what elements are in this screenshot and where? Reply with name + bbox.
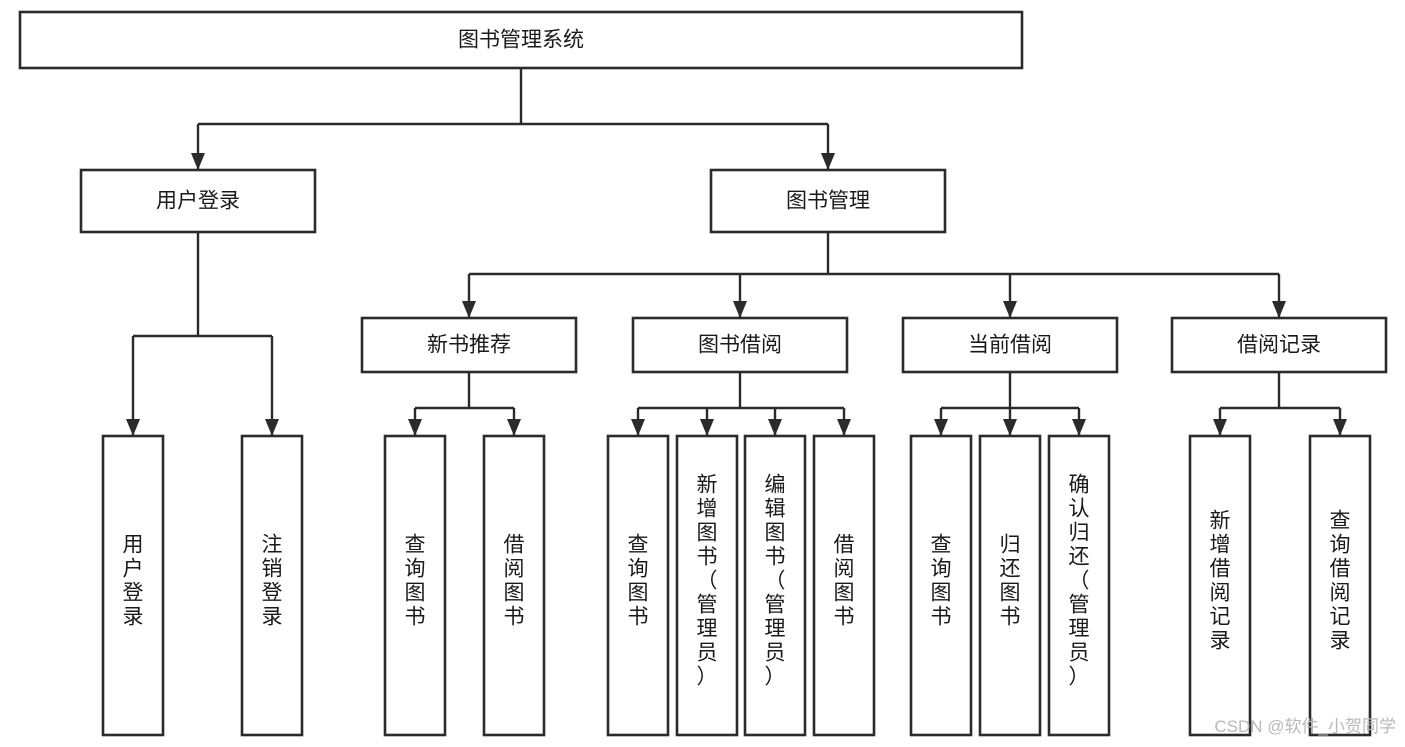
current-borrow-to-leaves-arrow-2 — [1072, 419, 1086, 436]
level2-node-book-manage-label: 图书管理 — [786, 190, 870, 213]
level3-node-borrow-record[interactable]: 借阅记录 — [1170, 316, 1388, 374]
level3-node-borrow-record-box — [1170, 316, 1388, 374]
leaf-node-leaf-query-book-borrow-label: 查询图书 — [628, 534, 649, 629]
leaf-node-leaf-query-book-borrow[interactable]: 查询图书 — [606, 434, 670, 737]
level2-node-book-manage[interactable]: 图书管理 — [709, 168, 947, 234]
leaf-node-leaf-query-book-recommend-label: 查询图书 — [405, 534, 426, 629]
leaf-node-leaf-edit-book-admin[interactable]: 编辑图书（管理员） — [743, 434, 807, 737]
leaf-node-leaf-borrow-book-recommend-box — [482, 434, 546, 737]
connector-layer — [126, 68, 1347, 436]
leaf-node-leaf-add-book-admin-label: 新增图书（管理员） — [697, 474, 718, 689]
leaf-node-leaf-add-book-admin[interactable]: 新增图书（管理员） — [675, 434, 739, 737]
level3-node-current-borrow-box — [901, 316, 1119, 374]
new-book-recommend-to-leaves-arrow-0 — [408, 419, 422, 436]
root-node-label: 图书管理系统 — [458, 29, 584, 52]
level2-node-book-manage-box — [709, 168, 947, 234]
current-borrow-to-leaves-arrow-1 — [1003, 419, 1017, 436]
leaf-node-leaf-logout-login-box — [240, 434, 304, 737]
leaf-node-leaf-query-book-current[interactable]: 查询图书 — [909, 434, 973, 737]
leaf-node-leaf-confirm-return-admin-box — [1047, 434, 1111, 737]
leaf-node-leaf-user-login-box — [101, 434, 165, 737]
leaf-node-leaf-borrow-book-borrow-label: 借阅图书 — [834, 534, 855, 629]
leaf-node-leaf-return-book-box — [978, 434, 1042, 737]
leaf-node-leaf-borrow-book-recommend-label: 借阅图书 — [504, 534, 525, 629]
leaf-node-leaf-borrow-book-recommend[interactable]: 借阅图书 — [482, 434, 546, 737]
leaf-node-leaf-query-book-current-box — [909, 434, 973, 737]
leaf-node-leaf-query-borrow-record-label: 查询借阅记录 — [1330, 510, 1351, 653]
level3-node-book-borrow-label: 图书借阅 — [698, 334, 782, 357]
leaf-node-leaf-add-book-admin-box — [675, 434, 739, 737]
leaf-node-leaf-borrow-book-borrow-box — [812, 434, 876, 737]
level3-node-book-borrow[interactable]: 图书借阅 — [631, 316, 849, 374]
book-manage-to-level3-arrow-0 — [462, 301, 476, 318]
book-manage-to-level3-arrow-1 — [733, 301, 747, 318]
level3-node-current-borrow[interactable]: 当前借阅 — [901, 316, 1119, 374]
level3-node-new-book-recommend[interactable]: 新书推荐 — [360, 316, 578, 374]
level2-node-user-login-label: 用户登录 — [156, 190, 240, 213]
root-to-level2-arrow-1 — [821, 153, 835, 170]
book-borrow-to-leaves-arrow-1 — [700, 419, 714, 436]
book-borrow-to-leaves-arrow-2 — [768, 419, 782, 436]
leaf-node-leaf-logout-login[interactable]: 注销登录 — [240, 434, 304, 737]
level3-node-borrow-record-label: 借阅记录 — [1237, 334, 1321, 357]
leaf-node-leaf-user-login-label: 用户登录 — [123, 534, 144, 629]
user-login-to-leaves-arrow-1 — [265, 419, 279, 436]
book-borrow-to-leaves-arrow-0 — [631, 419, 645, 436]
leaf-node-leaf-confirm-return-admin[interactable]: 确认归还（管理员） — [1047, 434, 1111, 737]
leaf-node-leaf-query-book-borrow-box — [606, 434, 670, 737]
leaf-node-leaf-query-borrow-record[interactable]: 查询借阅记录 — [1308, 434, 1372, 737]
leaf-node-leaf-query-book-recommend[interactable]: 查询图书 — [383, 434, 447, 737]
borrow-record-to-leaves-arrow-0 — [1213, 419, 1227, 436]
leaf-node-leaf-user-login[interactable]: 用户登录 — [101, 434, 165, 737]
leaf-node-leaf-edit-book-admin-box — [743, 434, 807, 737]
leaf-node-leaf-add-borrow-record-label: 新增借阅记录 — [1210, 510, 1231, 653]
user-login-to-leaves-arrow-0 — [126, 419, 140, 436]
leaf-node-leaf-borrow-book-borrow[interactable]: 借阅图书 — [812, 434, 876, 737]
level3-node-new-book-recommend-label: 新书推荐 — [427, 334, 511, 357]
leaf-node-leaf-add-borrow-record[interactable]: 新增借阅记录 — [1188, 434, 1252, 737]
level3-node-current-borrow-label: 当前借阅 — [968, 334, 1052, 357]
leaf-node-leaf-confirm-return-admin-label: 确认归还（管理员） — [1069, 474, 1090, 689]
leaf-node-leaf-return-book[interactable]: 归还图书 — [978, 434, 1042, 737]
level2-node-user-login[interactable]: 用户登录 — [79, 168, 317, 234]
level3-node-book-borrow-box — [631, 316, 849, 374]
borrow-record-to-leaves-arrow-1 — [1333, 419, 1347, 436]
leaf-node-leaf-edit-book-admin-label: 编辑图书（管理员） — [765, 474, 786, 689]
root-node-box — [18, 10, 1024, 70]
leaf-node-leaf-query-borrow-record-box — [1308, 434, 1372, 737]
level3-node-new-book-recommend-box — [360, 316, 578, 374]
watermark-label: CSDN @软件_小贺同学 — [1214, 717, 1396, 736]
root-to-level2-arrow-0 — [191, 153, 205, 170]
new-book-recommend-to-leaves-arrow-1 — [507, 419, 521, 436]
current-borrow-to-leaves-arrow-0 — [934, 419, 948, 436]
book-borrow-to-leaves-arrow-3 — [837, 419, 851, 436]
book-manage-to-level3-arrow-2 — [1003, 301, 1017, 318]
leaf-node-leaf-query-book-recommend-box — [383, 434, 447, 737]
leaf-node-leaf-return-book-label: 归还图书 — [1000, 534, 1021, 629]
leaf-node-leaf-logout-login-label: 注销登录 — [262, 534, 283, 629]
level2-node-user-login-box — [79, 168, 317, 234]
leaf-node-leaf-query-book-current-label: 查询图书 — [931, 534, 952, 629]
leaf-node-leaf-add-borrow-record-box — [1188, 434, 1252, 737]
book-manage-to-level3-arrow-3 — [1272, 301, 1286, 318]
root-node[interactable]: 图书管理系统 — [18, 10, 1024, 70]
node-layer: 图书管理系统用户登录图书管理新书推荐图书借阅当前借阅借阅记录用户登录注销登录查询… — [18, 10, 1388, 737]
